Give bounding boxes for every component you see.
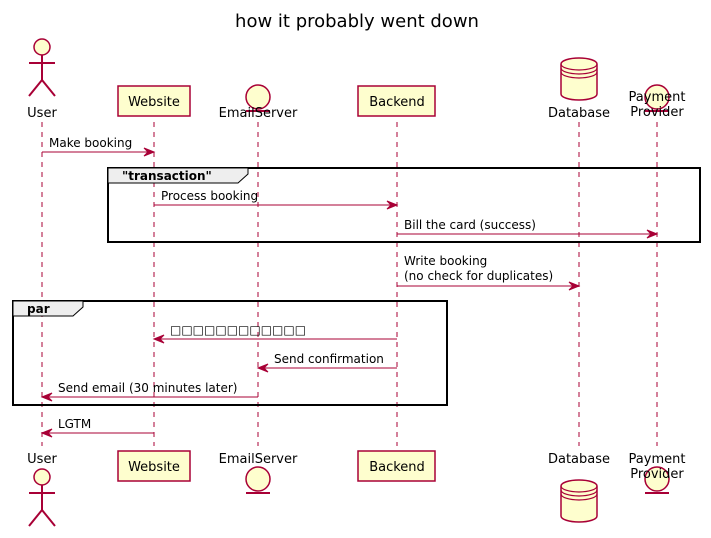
arrowhead <box>143 147 156 157</box>
message-5: Send confirmation <box>256 352 397 373</box>
participant-label: Database <box>548 106 610 121</box>
arrowhead <box>386 200 399 210</box>
database-rings <box>560 485 598 501</box>
participant-website-bottom: Website <box>117 450 191 482</box>
group-label: "transaction" <box>122 169 212 183</box>
group-0: "transaction" <box>107 167 701 243</box>
actor-body <box>28 485 56 527</box>
groups: "transaction" par <box>12 167 701 406</box>
participant-label: Database <box>548 452 610 467</box>
participant-label: User <box>27 452 57 467</box>
participant-user-top: User <box>27 38 57 121</box>
message-label: Make booking <box>49 136 132 150</box>
message-label: Send email (30 minutes later) <box>58 381 238 395</box>
entity-circle <box>644 84 670 110</box>
message-0: Make booking <box>42 136 156 157</box>
participant-label: Website <box>128 95 180 110</box>
message-2: Bill the card (success) <box>397 218 659 239</box>
message-4: □□□□□□□□□□□□ <box>152 323 397 344</box>
participant-label: Website <box>128 460 180 475</box>
message-3: Write booking(no check for duplicates) <box>397 254 581 291</box>
group-tab <box>12 300 84 317</box>
entity-circle <box>245 466 271 492</box>
participant-database-top: Database <box>548 57 610 121</box>
group-frame <box>12 300 448 406</box>
arrowhead <box>256 363 269 373</box>
group-tab <box>107 167 249 184</box>
participant-box <box>357 85 436 117</box>
message-label: Write booking(no check for duplicates) <box>404 254 553 283</box>
participant-label: EmailServer <box>219 106 298 121</box>
message-label: Process booking <box>161 189 258 203</box>
arrowhead <box>646 229 659 239</box>
participant-backend-top: Backend <box>357 85 436 117</box>
participant-website-top: Website <box>117 85 191 117</box>
actor-body <box>28 55 56 97</box>
participant-emailserver-bottom: EmailServer <box>219 452 298 494</box>
participant-database-bottom: Database <box>548 452 610 523</box>
arrowhead <box>568 281 581 291</box>
participant-label: User <box>27 106 57 121</box>
group-frame <box>107 167 701 243</box>
message-1: Process booking <box>154 189 399 210</box>
participant-box <box>357 450 436 482</box>
message-7: LGTM <box>40 417 154 438</box>
message-label: Send confirmation <box>274 352 384 366</box>
entity-circle <box>644 466 670 492</box>
database-rings <box>560 63 598 79</box>
message-label: □□□□□□□□□□□□ <box>170 323 306 337</box>
message-label: LGTM <box>58 417 91 431</box>
database-body <box>560 57 598 101</box>
group-label: par <box>27 302 50 316</box>
participant-label: EmailServer <box>219 452 298 467</box>
participants: UserUserWebsiteWebsiteEmailServerEmailSe… <box>27 38 686 527</box>
actor-head <box>33 468 51 486</box>
participant-emailserver-top: EmailServer <box>219 84 298 121</box>
diagram-title: how it probably went down <box>235 11 479 32</box>
participant-backend-bottom: Backend <box>357 450 436 482</box>
group-1: par <box>12 300 448 406</box>
entity-circle <box>245 84 271 110</box>
message-6: Send email (30 minutes later) <box>40 381 258 402</box>
participant-box <box>117 85 191 117</box>
database-body <box>560 479 598 523</box>
participant-label: Backend <box>369 460 425 475</box>
participant-user-bottom: User <box>27 452 57 527</box>
arrowhead <box>40 428 53 438</box>
arrowhead <box>152 334 165 344</box>
participant-label: Backend <box>369 95 425 110</box>
arrowhead <box>40 392 53 402</box>
participant-box <box>117 450 191 482</box>
actor-head <box>33 38 51 56</box>
message-label: Bill the card (success) <box>404 218 536 232</box>
